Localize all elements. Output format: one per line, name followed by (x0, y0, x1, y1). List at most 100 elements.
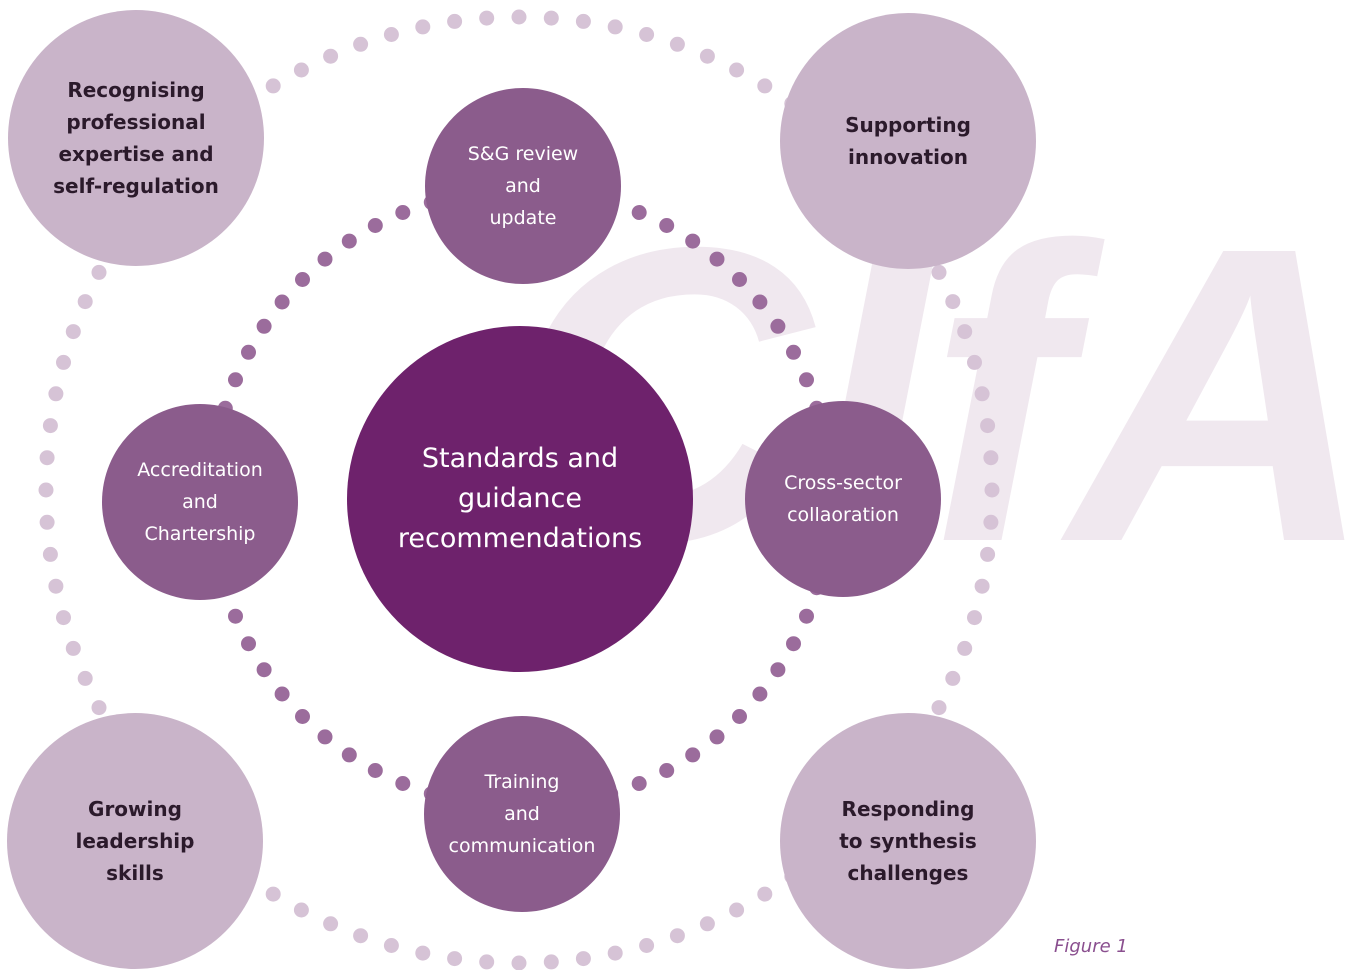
inner-ring-dot (228, 608, 243, 624)
outer-ring-dot (479, 10, 495, 26)
inner-ring-dot (732, 272, 747, 287)
outer-ring-dot (447, 13, 463, 29)
outer-ring-dot (42, 546, 58, 562)
outer-ring-dot (353, 928, 369, 944)
outer-ring-dot (699, 916, 715, 932)
outer-ring-dot (543, 10, 559, 26)
outer-ring-dot (967, 354, 982, 370)
outer-ring-dot (56, 354, 71, 370)
outer-ring-dot (415, 945, 431, 961)
outer-ring-dot (415, 19, 431, 35)
outer-ring-dot (980, 418, 996, 434)
inner-ring-dot (341, 233, 357, 249)
inner-ring-dot (659, 218, 675, 233)
inner-ring-dot (770, 662, 786, 678)
inner-ring-dot (709, 251, 725, 267)
inner-ring-dot (295, 272, 310, 287)
outer-ring-dot (669, 928, 685, 944)
inner-ring-dot (786, 344, 801, 360)
outer-ring-dot (575, 13, 591, 29)
outer-ring-dot (757, 886, 773, 902)
outer-ring-dot (607, 19, 623, 35)
inner-ring-dot (295, 709, 310, 724)
outer-ring-dot (42, 418, 58, 434)
inner-ring-dot (367, 763, 383, 778)
outer-ring-dot (383, 938, 399, 953)
outer-ring-dot (447, 951, 463, 967)
inner-ring-dot (341, 747, 357, 763)
inner-ring-dot (256, 662, 272, 678)
outer-ring-dot (639, 27, 655, 42)
outer-ring-dot (984, 482, 1000, 498)
outer-ring-dot (699, 48, 715, 64)
outer-ring-dot (575, 951, 591, 967)
outer-ring-dot (669, 36, 685, 52)
outer-ring-dot (639, 938, 655, 953)
outer-ring-dot (945, 294, 961, 310)
inner-ring-dot (685, 233, 701, 249)
inner-ring-dot (241, 636, 256, 652)
outer-ring-dot (607, 945, 623, 961)
outer-ring-dot (967, 610, 982, 626)
outer-ring-dot (48, 386, 64, 402)
outer-ring-dot (265, 886, 281, 902)
outer-ring-dot (974, 578, 990, 594)
outer-ring-dot (983, 450, 999, 466)
outer-ring-dot (479, 954, 495, 970)
outer-ring-dot (511, 9, 527, 25)
outer-ring-dot (48, 578, 64, 594)
outer-ring-dot (293, 902, 309, 918)
inner-ring-dot (732, 709, 747, 724)
outer-ring-dot (56, 610, 71, 626)
outer-ring-dot (957, 324, 973, 340)
outer-ring-dot (757, 78, 773, 94)
figure-caption: Figure 1 (1054, 936, 1128, 957)
outer-ring-dot (323, 48, 339, 64)
outer-ring-dot (945, 670, 961, 686)
outer-ring-dot (77, 670, 93, 686)
inner-ring-dot (799, 608, 814, 624)
inner-ring-dot (709, 729, 725, 745)
inner-ring-dot (786, 636, 801, 652)
inner-ring-dot (631, 776, 647, 791)
outer-ring-dot (931, 264, 947, 280)
inner-ring-dot (659, 763, 675, 778)
outer-ring-dot (353, 36, 369, 52)
outer-ring-dot (39, 450, 55, 466)
outer-ring-dot (931, 700, 947, 716)
outer-ring-dot (729, 62, 745, 78)
outer-ring-dot (77, 294, 93, 310)
outer-ring-dot (983, 514, 999, 530)
outer-ring-dot (974, 386, 990, 402)
outer-ring-dot (980, 546, 996, 562)
outer-ring-dot (38, 482, 54, 498)
inner-ring-dot (317, 729, 333, 745)
outer-ring-dot (543, 954, 559, 970)
outer-ring-dot (323, 916, 339, 932)
outer-ring-dot (91, 700, 107, 716)
outer-ring-dot (65, 324, 81, 340)
outer-ring-dot (39, 514, 55, 530)
outer-ring-dot (383, 27, 399, 42)
inner-dotted-ring (204, 181, 838, 815)
outer-ring-dot (729, 902, 745, 918)
inner-ring-dot (317, 251, 333, 267)
inner-ring-dot (631, 205, 647, 220)
outer-ring-dot (65, 640, 81, 656)
